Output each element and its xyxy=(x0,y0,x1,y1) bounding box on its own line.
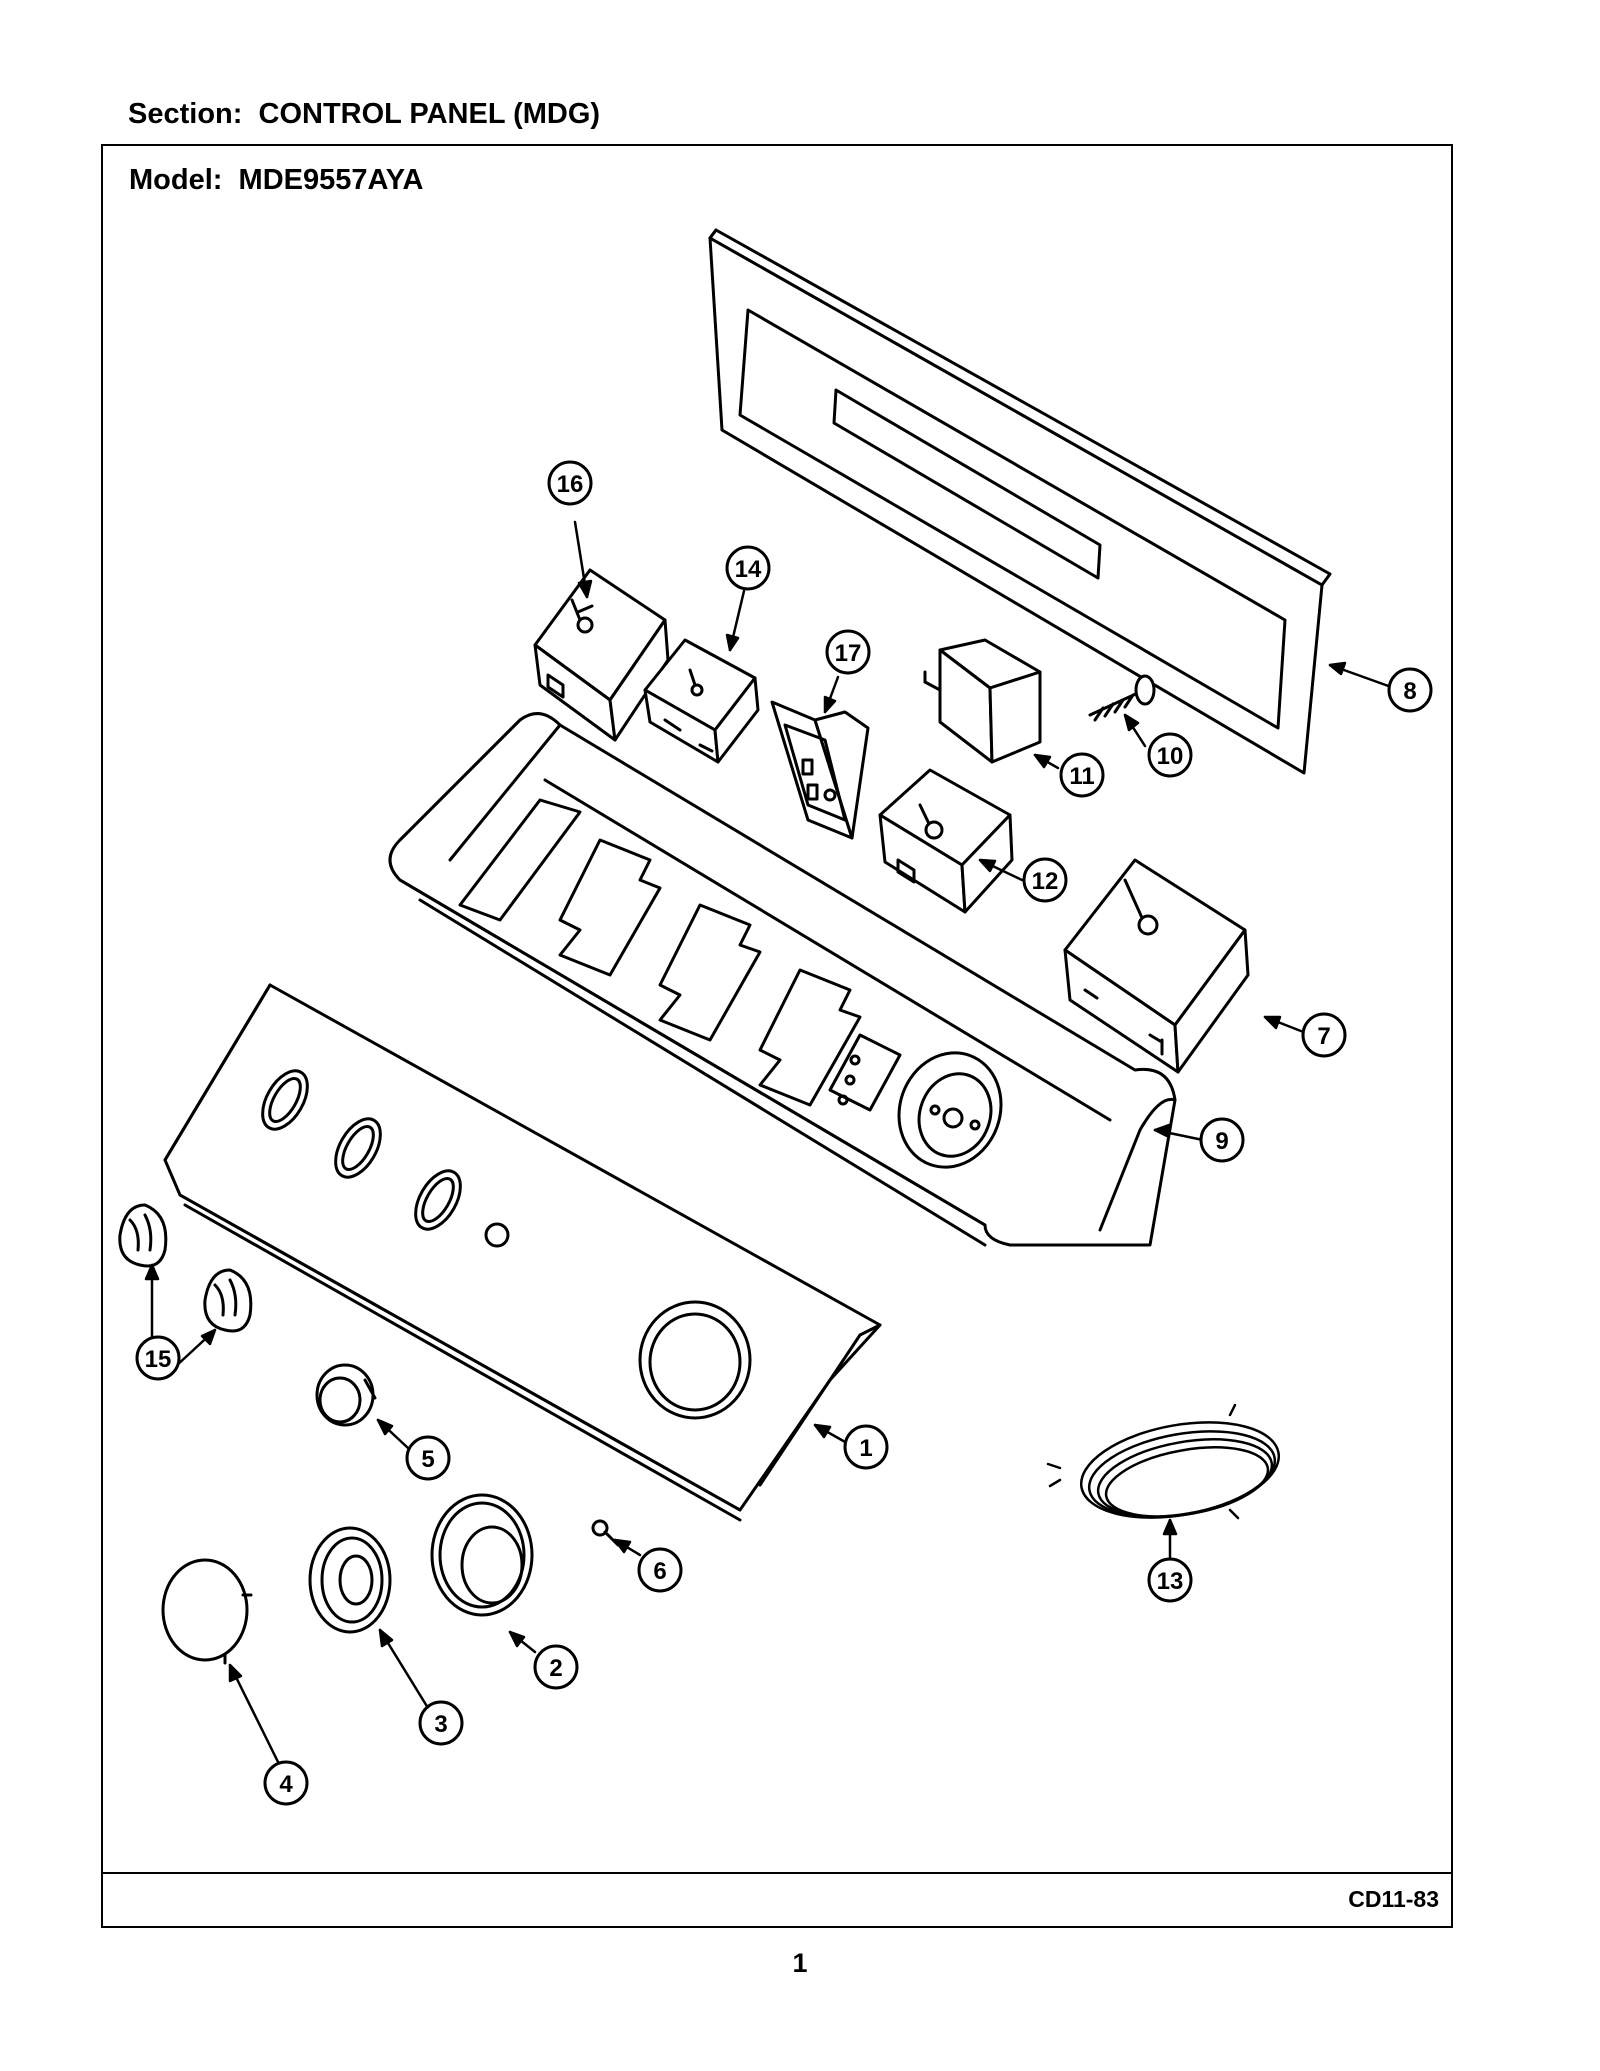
callout-17: 17 xyxy=(825,629,871,675)
callout-10: 10 xyxy=(1147,732,1193,778)
doc-code: CD11-83 xyxy=(1348,1886,1439,1912)
page-number: 1 xyxy=(792,1948,808,1978)
callout-label: 8 xyxy=(1403,678,1416,705)
callout-label: 14 xyxy=(735,556,762,583)
callout-3: 3 xyxy=(418,1700,464,1746)
part-14-switch xyxy=(643,638,760,764)
callout-2: 2 xyxy=(533,1644,579,1690)
section-title: Section: CONTROL PANEL (MDG) xyxy=(128,98,601,130)
callout-markers: 1 2 3 4 5 6 7 8 9 10 11 12 13 14 15 16 1… xyxy=(135,460,1433,1806)
callout-label: 11 xyxy=(1069,763,1094,790)
part-17-bracket xyxy=(770,700,870,840)
callout-label: 6 xyxy=(653,1558,666,1585)
part-9-console xyxy=(388,712,1177,1247)
part-6-screw xyxy=(591,1519,620,1547)
callout-15: 15 xyxy=(135,1335,181,1381)
callout-5: 5 xyxy=(405,1435,451,1481)
callout-12: 12 xyxy=(1022,857,1068,903)
callout-label: 5 xyxy=(421,1446,434,1473)
model-title: Model: MDE9557AYA xyxy=(129,164,424,196)
part-11-relay xyxy=(923,638,1042,764)
diagram-frame: Model: MDE9557AYA CD11-83 xyxy=(101,144,1453,1928)
part-4-lens xyxy=(161,1558,253,1665)
part-3-dial xyxy=(308,1526,392,1634)
callout-7: 7 xyxy=(1301,1012,1347,1058)
part-7-switch xyxy=(1063,858,1250,1074)
callout-9: 9 xyxy=(1199,1117,1245,1163)
part-1-front-panel xyxy=(163,983,882,1522)
callout-label: 15 xyxy=(145,1346,172,1373)
callout-14: 14 xyxy=(725,545,771,591)
part-10-screw xyxy=(1088,674,1156,722)
callout-1: 1 xyxy=(843,1424,889,1470)
callout-label: 4 xyxy=(279,1771,293,1798)
part-15-knobs xyxy=(118,1203,253,1333)
part-12-switch xyxy=(878,768,1014,914)
callout-11: 11 xyxy=(1059,752,1105,798)
part-13-wire-coil xyxy=(1046,1403,1281,1520)
callout-label: 9 xyxy=(1215,1128,1228,1155)
callout-8: 8 xyxy=(1387,667,1433,713)
callout-label: 7 xyxy=(1317,1023,1330,1050)
part-2-bezel xyxy=(430,1493,534,1617)
callout-label: 1 xyxy=(859,1435,872,1462)
callout-label: 3 xyxy=(434,1711,447,1738)
callout-label: 10 xyxy=(1157,743,1184,770)
callout-label: 12 xyxy=(1032,868,1059,895)
leader-lines xyxy=(144,520,1396,1768)
callout-6: 6 xyxy=(637,1547,683,1593)
callout-label: 17 xyxy=(835,640,862,667)
part-8-rear-panel xyxy=(708,228,1332,775)
callout-13: 13 xyxy=(1147,1557,1193,1603)
callout-label: 13 xyxy=(1157,1568,1184,1595)
callout-4: 4 xyxy=(263,1760,309,1806)
part-5-button xyxy=(315,1363,377,1427)
callout-label: 16 xyxy=(557,471,584,498)
footer-divider xyxy=(103,1872,1451,1874)
part-16-timer xyxy=(533,568,670,742)
callout-label: 2 xyxy=(549,1655,562,1682)
callout-16: 16 xyxy=(547,460,593,506)
